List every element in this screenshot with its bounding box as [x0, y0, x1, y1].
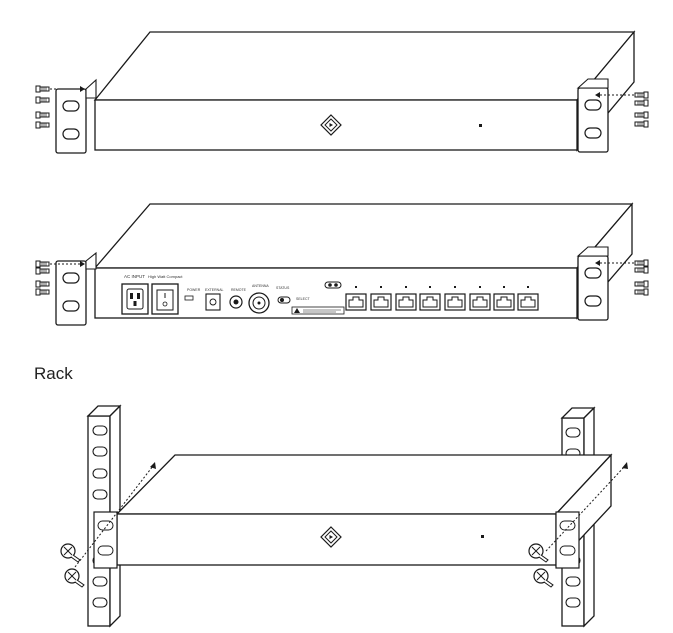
left-screws	[35, 85, 85, 129]
screw-icon	[35, 267, 50, 275]
rj45-port-icon	[517, 293, 539, 311]
rack-screw-icon	[533, 568, 554, 588]
antenna-connector	[248, 292, 270, 314]
rack-screw-icon	[60, 543, 81, 563]
screw-icon	[634, 259, 649, 267]
screw-icon	[634, 280, 649, 288]
screw-icon	[634, 120, 649, 128]
led-indicator	[324, 281, 342, 289]
front-unit-top	[93, 31, 636, 101]
rj45-port-icon	[493, 293, 515, 311]
rj45-port-icon	[419, 293, 441, 311]
screw-icon	[35, 280, 50, 288]
remote-jack	[229, 295, 243, 309]
network-ports	[345, 286, 539, 311]
rear-left-bracket	[55, 260, 87, 326]
screw-icon	[35, 260, 50, 268]
left-bracket	[55, 88, 87, 154]
rack-screw-icon	[64, 568, 85, 588]
rear-label-5: SELECT	[296, 297, 310, 301]
rack-right-ear	[555, 511, 580, 569]
dc-jack	[205, 293, 221, 311]
power-switch[interactable]	[151, 283, 179, 315]
rear-left-screws	[35, 260, 85, 296]
rear-label-1: EXTERNAL	[205, 288, 224, 292]
rack-section-label: Rack	[34, 364, 73, 383]
rear-label-3: ANTENNA	[252, 284, 269, 288]
ac-inlet	[121, 283, 149, 315]
rack-mount-diagram	[60, 404, 628, 628]
right-screws	[595, 91, 649, 128]
screw-icon	[634, 99, 649, 107]
rear-right-screws	[595, 259, 649, 296]
screw-icon	[35, 85, 50, 93]
screw-icon	[634, 111, 649, 119]
screw-icon	[634, 91, 649, 99]
rear-right-bracket	[577, 255, 609, 321]
screw-icon	[35, 288, 50, 296]
screw-icon	[35, 121, 50, 129]
warning-label	[291, 306, 345, 315]
rj45-port-icon	[444, 293, 466, 311]
screw-icon	[634, 288, 649, 296]
power-led-icon	[479, 124, 482, 127]
rear-model-text: AC INPUT	[124, 274, 145, 279]
rj45-port-icon	[345, 293, 367, 311]
rj45-port-icon	[370, 293, 392, 311]
screw-icon	[35, 111, 50, 119]
rj45-port-icon	[395, 293, 417, 311]
rear-label-2: REMOTE	[231, 288, 247, 292]
status-toggle[interactable]	[277, 296, 291, 304]
rack-unit-top	[115, 454, 613, 515]
rack-left-ear	[93, 511, 118, 569]
screw-icon	[634, 266, 649, 274]
rj45-port-icon	[469, 293, 491, 311]
front-unit-diagram	[93, 30, 636, 152]
right-bracket	[577, 87, 609, 153]
rear-subtitle-text: High Watt Compact	[148, 274, 183, 279]
rack-power-led-icon	[481, 535, 484, 538]
screw-icon	[35, 96, 50, 104]
rear-label-0: POWER	[187, 288, 201, 292]
rear-label-4: STATUS	[276, 286, 290, 290]
rear-unit-top	[93, 203, 634, 269]
